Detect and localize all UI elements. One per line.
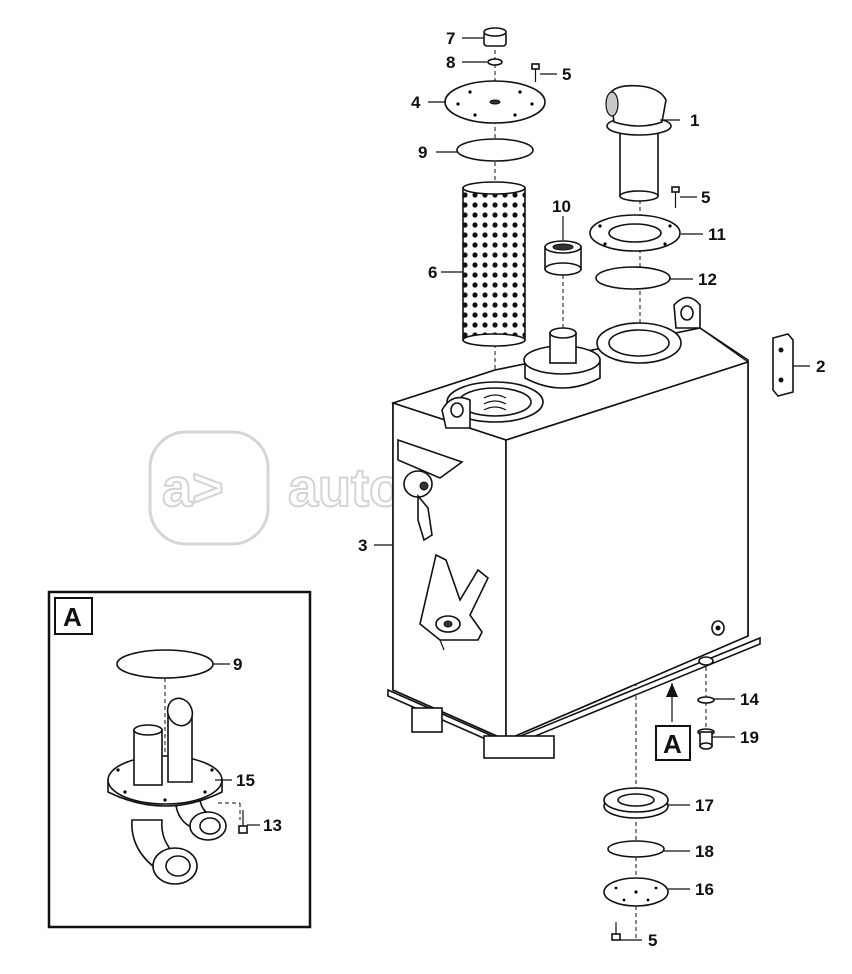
callout-1: 1 [690,111,699,130]
callout-19: 19 [740,728,759,747]
callout-15: 15 [236,771,255,790]
callout-10: 10 [552,197,571,216]
detail-gasket-9 [116,649,214,679]
callout-16: 16 [695,880,714,899]
callout-5-top: 5 [562,65,571,84]
filter-element-6 [462,181,526,347]
detail-view-a: A [47,590,312,929]
callout-9-detail: 9 [233,655,242,674]
callout-3: 3 [358,536,367,555]
callout-13: 13 [263,816,282,835]
hydraulic-tank-3 [387,296,761,759]
callout-5-bottom: 5 [648,931,657,950]
bolt-5-bottom [611,922,621,941]
callout-5-breather: 5 [701,188,710,207]
suction-manifold-15 [107,697,227,885]
level-gauge-10 [544,240,582,276]
callout-14: 14 [740,690,759,709]
callout-11: 11 [708,225,726,244]
plug-19 [697,728,715,750]
callout-17: 17 [695,796,714,815]
leader-lines [213,37,810,941]
view-marker-a: A [655,683,691,761]
washer-14 [697,696,715,704]
callout-4: 4 [411,93,421,112]
callout-2: 2 [816,357,825,376]
cover-plate-4 [444,80,546,124]
callout-12: 12 [698,270,717,289]
plug-cap-7 [483,27,507,47]
cover-plate-16 [603,877,669,907]
bolt-5-top [531,63,540,82]
flange-11 [589,214,681,252]
bracket-2 [772,333,794,397]
callout-9: 9 [418,143,427,162]
breather-1 [605,84,672,202]
callout-7: 7 [446,29,455,48]
detail-label: A [63,602,82,632]
ring-17 [603,787,669,819]
view-marker-label: A [663,729,682,759]
washer-8 [487,58,503,66]
gasket-12 [595,266,671,290]
bolt-5-breather [671,186,680,208]
callout-8: 8 [446,53,455,72]
callout-6: 6 [428,263,437,282]
callout-labels: 7 8 5 4 9 6 1 5 11 12 10 2 3 14 19 17 18… [233,29,825,950]
gasket-18 [607,840,665,858]
gasket-9 [456,138,534,162]
callout-18: 18 [695,842,714,861]
watermark-logo: a> [162,458,224,518]
bolt-13 [218,802,248,834]
